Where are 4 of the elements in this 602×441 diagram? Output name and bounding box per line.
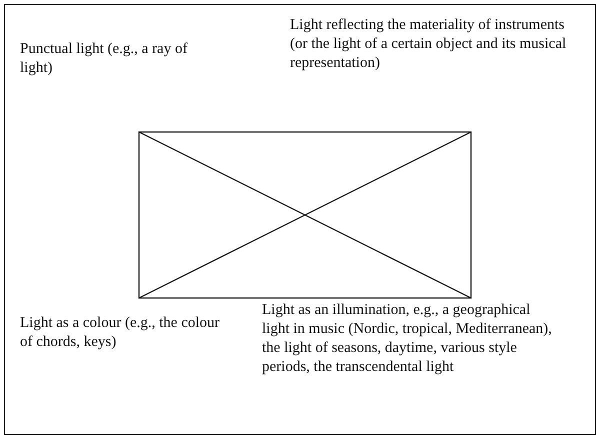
corner-note: Light as a colour (e.g., the colour of chords, keys) bbox=[20, 314, 220, 352]
corner-note: Punctual light (e.g., a ray of light) bbox=[20, 40, 188, 78]
corner-note: Light reflecting the materiality of instruments (or the light of a certain object and its musical representation) bbox=[290, 16, 568, 73]
corner-note: Light as an illumination, e.g., a geographical light in music (Nordic, tropical, Mediterranean), the light of seasons, daytime, various style periods, the transcendental light bbox=[262, 301, 552, 377]
